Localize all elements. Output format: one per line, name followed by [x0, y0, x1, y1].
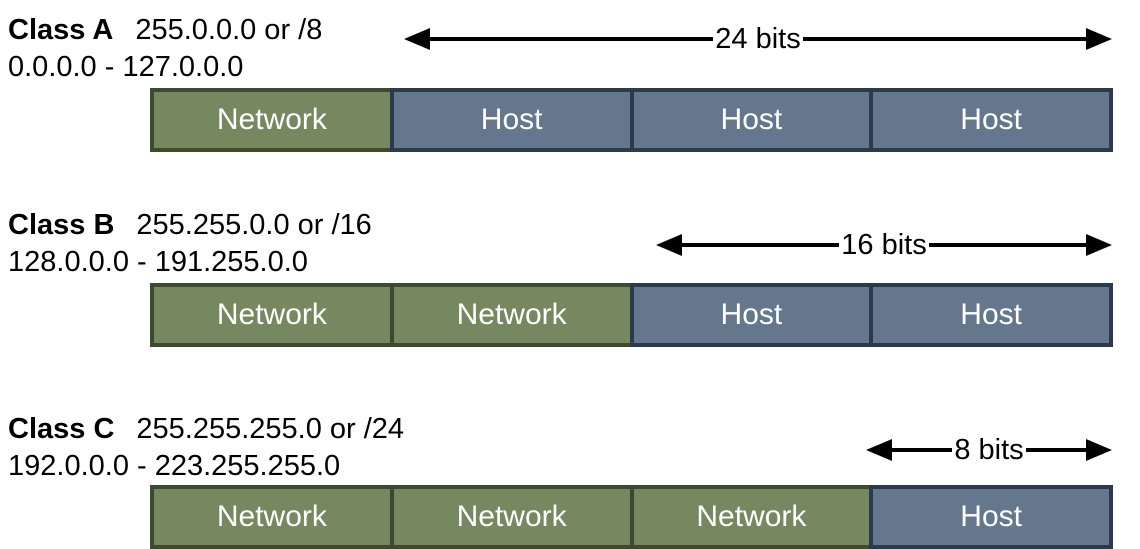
- class-a-address-range: 0.0.0.0 - 127.0.0.0: [8, 51, 244, 83]
- octet-cell: Host: [629, 283, 874, 347]
- arrow-left-head-icon: [866, 439, 892, 461]
- octet-cell: Host: [389, 88, 634, 152]
- arrow-line: [682, 243, 840, 247]
- class-a-bits-arrow: 24 bits: [404, 22, 1113, 55]
- octet-cell: Network: [150, 88, 394, 152]
- octet-cell: Network: [150, 283, 394, 347]
- class-a-name: Class A: [8, 14, 114, 46]
- class-c-bits-label: 8 bits: [954, 433, 1024, 466]
- octet-cell: Host: [869, 88, 1113, 152]
- octet-cell: Network: [150, 485, 394, 549]
- class-b-title: Class B 255.255.0.0 or /16: [8, 211, 372, 240]
- class-c-bits-arrow: 8 bits: [866, 433, 1113, 466]
- class-b-octet-bar: Network Network Host Host: [150, 283, 1113, 347]
- arrow-line: [430, 37, 714, 41]
- octet-cell: Host: [869, 283, 1113, 347]
- class-a-title: Class A 255.0.0.0 or /8: [8, 16, 322, 45]
- class-c-title: Class C 255.255.255.0 or /24: [8, 415, 404, 444]
- arrow-line: [892, 448, 953, 452]
- class-a-bits-label: 24 bits: [715, 22, 801, 55]
- octet-cell: Network: [389, 485, 634, 549]
- class-a-subnet-mask: 255.0.0.0 or /8: [135, 14, 323, 46]
- class-c-name: Class C: [8, 413, 115, 445]
- class-b-address-range: 128.0.0.0 - 191.255.0.0: [8, 246, 308, 278]
- arrow-right-head-icon: [1086, 439, 1113, 461]
- arrow-right-head-icon: [1086, 234, 1113, 256]
- class-c-subnet-mask: 255.255.255.0 or /24: [136, 413, 405, 445]
- class-b-subnet-mask: 255.255.0.0 or /16: [136, 209, 372, 241]
- octet-cell: Network: [389, 283, 634, 347]
- arrow-line: [1025, 448, 1087, 452]
- class-a-octet-bar: Network Host Host Host: [150, 88, 1113, 152]
- class-c-address-range: 192.0.0.0 - 223.255.255.0: [8, 450, 341, 482]
- arrow-left-head-icon: [656, 234, 682, 256]
- class-b-bits-arrow: 16 bits: [656, 228, 1113, 261]
- arrow-line: [802, 37, 1087, 41]
- octet-cell: Network: [629, 485, 874, 549]
- arrow-right-head-icon: [1086, 28, 1113, 50]
- octet-cell: Host: [629, 88, 874, 152]
- arrow-left-head-icon: [404, 28, 430, 50]
- class-b-bits-label: 16 bits: [841, 228, 927, 261]
- class-b-name: Class B: [8, 209, 115, 241]
- octet-cell: Host: [869, 485, 1113, 549]
- arrow-line: [928, 243, 1087, 247]
- class-c-octet-bar: Network Network Network Host: [150, 485, 1113, 549]
